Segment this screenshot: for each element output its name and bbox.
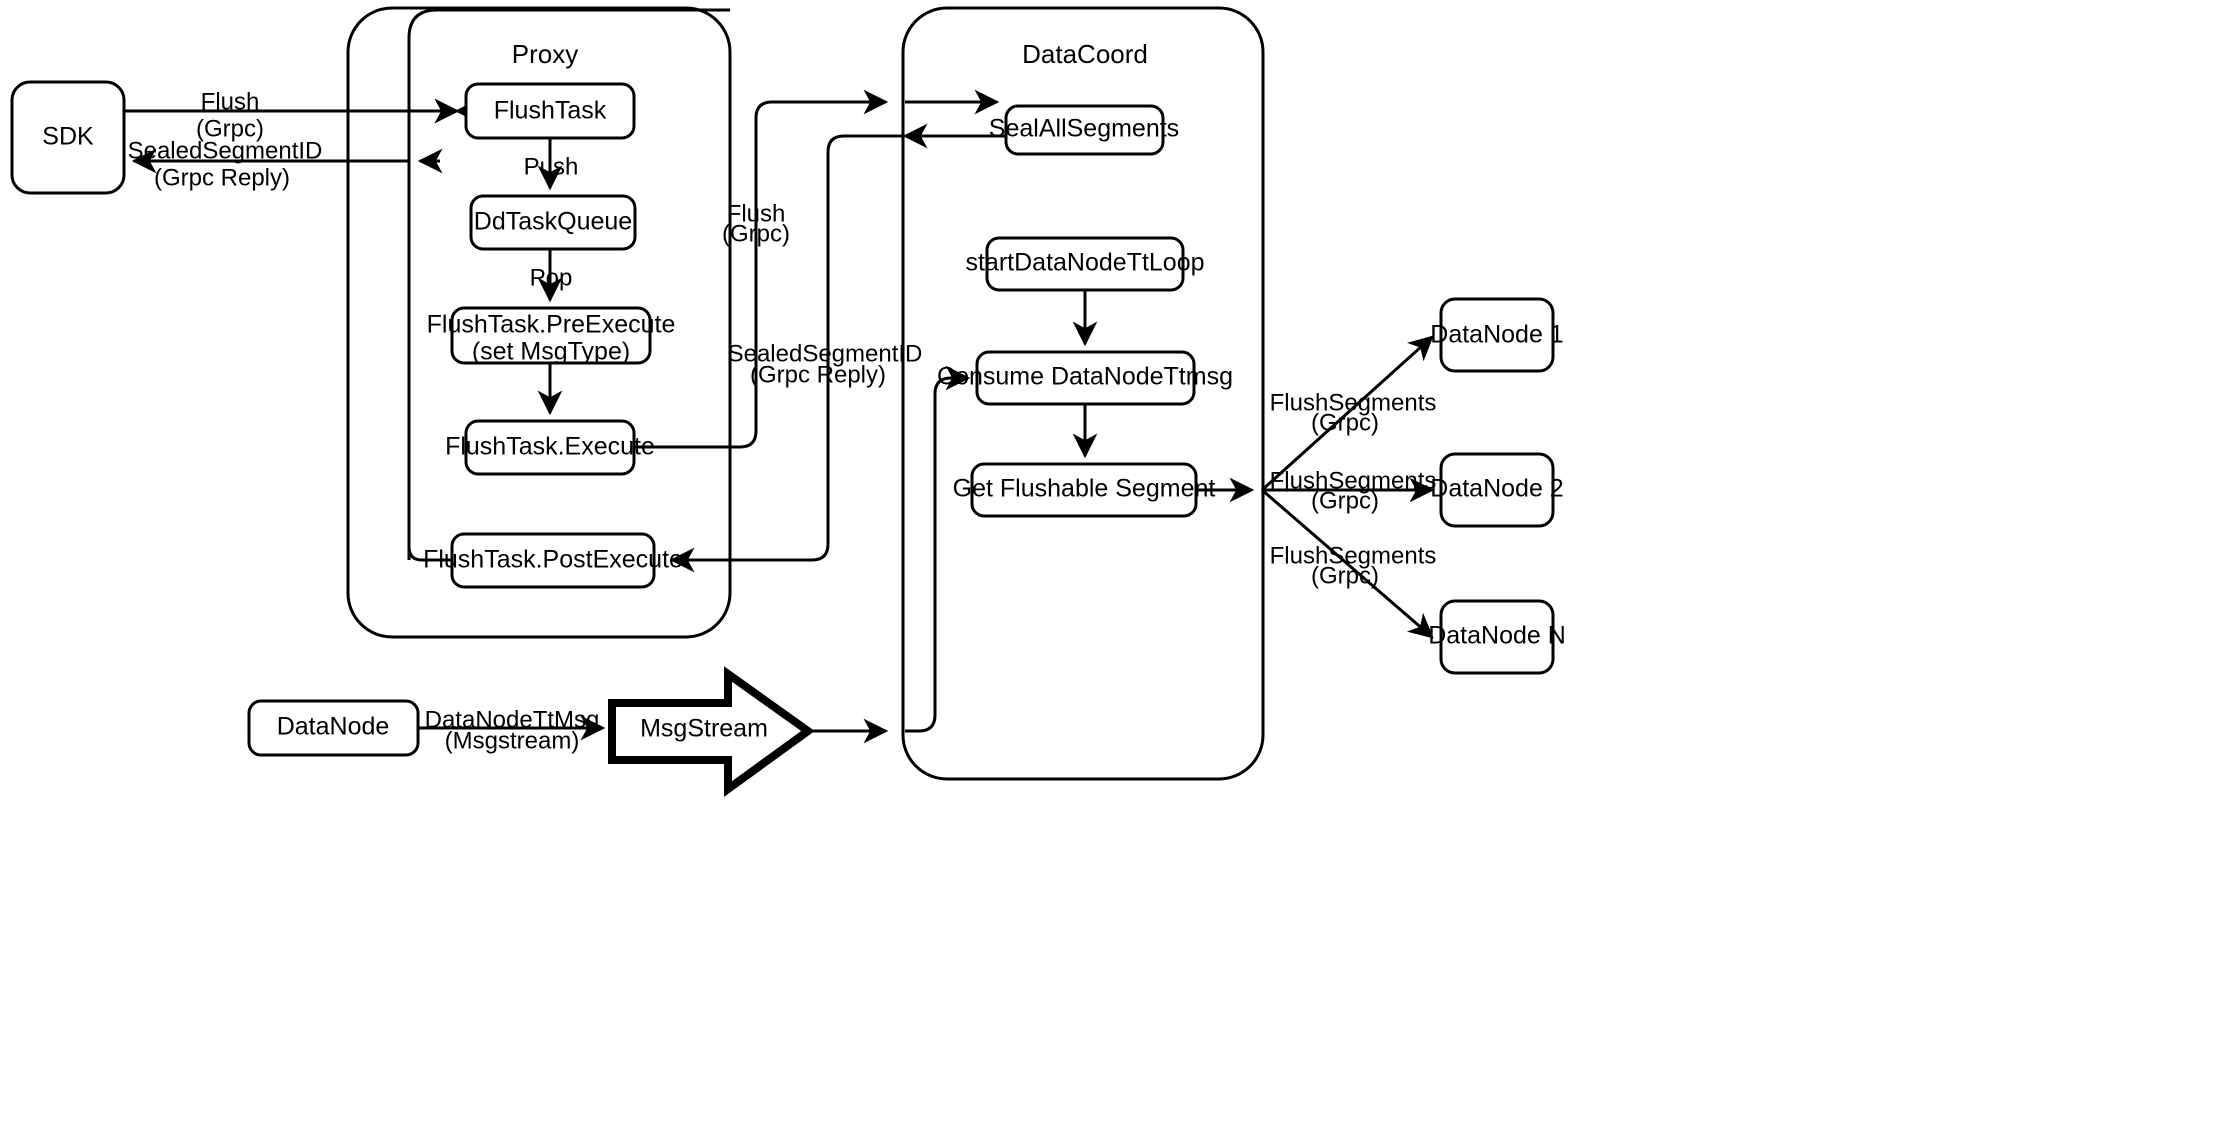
edge-label-flush-grpc: Flush (Grpc) [196,88,264,142]
container-datacoord: DataCoord [901,6,1265,781]
node-consume-datanode-ttmsg[interactable]: Consume DataNodeTtmsg [937,350,1233,406]
msgstream-arrow-shape[interactable] [608,666,815,797]
node-seal-all-segments[interactable]: SealAllSegments [989,104,1179,156]
node-sdk[interactable]: SDK [10,80,126,195]
edge-junction-to-datanode-n [1261,488,1434,639]
edge-datacoord-ttmsg-to-consume [905,365,971,733]
datanode-source-label: DataNode [277,713,390,741]
flush-task-postexecute-box[interactable] [450,532,656,589]
edge-label-flush-grpc-2-line1: Flush [727,200,786,227]
datanode-n-box[interactable] [1439,599,1555,675]
edge-label-flush-grpc-2: Flush (Grpc) [722,200,790,247]
edge-label-sealed-reply-2-line1: SealedSegmentID [728,340,923,367]
edge-label-sealed-reply-line1: SealedSegmentID [128,137,323,164]
container-proxy: Proxy [346,6,732,639]
flush-task-preexecute-sublabel: (set MsgType) [472,338,630,366]
edge-label-flush-grpc-line1: Flush [201,88,260,115]
consume-datanode-ttmsg-box[interactable] [975,350,1196,406]
edge-label-sealed-reply-line2: (Grpc Reply) [154,164,290,191]
sdk-box[interactable] [10,80,126,195]
edge-label-sealed-reply-2-line2: (Grpc Reply) [750,361,886,388]
node-start-datanode-tt-loop[interactable]: startDataNodeTtLoop [965,236,1205,292]
datacoord-container-label: DataCoord [1022,39,1148,69]
edge-junction-to-datanode-1 [1260,335,1434,492]
datanode-1-box[interactable] [1439,297,1555,373]
edge-label-flush-segments-n: FlushSegments (Grpc) [1270,542,1437,589]
datacoord-container-rect [901,6,1265,781]
node-flush-task-preexecute[interactable]: FlushTask.PreExecute (set MsgType) [427,306,676,366]
sdk-label: SDK [42,123,94,151]
edge-label-sealed-reply-2: SealedSegmentID (Grpc Reply) [728,340,923,388]
edge-label-pop-text: Pop [530,264,573,291]
node-flush-task[interactable]: FlushTask [464,82,636,140]
dd-task-queue-label: DdTaskQueue [474,208,632,236]
flush-task-postexecute-label: FlushTask.PostExecute [423,546,683,574]
edge-label-datanode-ttmsg-line1: DataNodeTtMsg [425,706,600,733]
get-flushable-segment-box[interactable] [970,462,1198,518]
edge-label-push: Push [524,153,579,180]
edge-label-sealed-reply: SealedSegmentID (Grpc Reply) [128,137,323,191]
proxy-container-label: Proxy [512,39,578,69]
proxy-container-rect [346,6,732,639]
datanode-2-label: DataNode 2 [1430,475,1563,503]
node-dd-task-queue[interactable]: DdTaskQueue [469,194,637,251]
node-datanode-1[interactable]: DataNode 1 [1430,297,1564,373]
datanode-n-label: DataNode N [1428,622,1566,650]
consume-datanode-ttmsg-label: Consume DataNodeTtmsg [937,363,1233,391]
node-datanode-source[interactable]: DataNode [247,699,420,757]
dd-task-queue-box[interactable] [469,194,637,251]
datanode-1-label: DataNode 1 [1430,321,1563,349]
datanode-2-box[interactable] [1439,452,1555,528]
seal-all-segments-label: SealAllSegments [989,115,1179,143]
start-datanode-tt-loop-box[interactable] [985,236,1185,292]
edge-label-flush-segments-n-line1: FlushSegments [1270,542,1437,569]
flush-task-box[interactable] [464,82,636,140]
node-get-flushable-segment[interactable]: Get Flushable Segment [953,462,1216,518]
node-flush-task-execute[interactable]: FlushTask.Execute [445,419,655,476]
edge-label-flush-grpc-2-line2: (Grpc) [722,220,790,247]
node-msgstream[interactable]: MsgStream [608,666,815,797]
get-flushable-segment-label: Get Flushable Segment [953,475,1216,503]
node-flush-task-postexecute[interactable]: FlushTask.PostExecute [423,532,683,589]
edge-execute-to-datacoord-flush [634,89,889,449]
edge-label-flush-segments-2-line1: FlushSegments [1270,467,1437,494]
edge-label-push-text: Push [524,153,579,180]
node-datanode-n[interactable]: DataNode N [1428,599,1566,675]
datanode-source-box[interactable] [247,699,420,757]
edge-datacoord-reply-to-postexecute [669,134,903,573]
flush-task-execute-label: FlushTask.Execute [445,433,655,461]
edge-label-flush-segments-2-line2: (Grpc) [1311,487,1379,514]
edge-label-flush-segments-1: FlushSegments (Grpc) [1270,389,1437,436]
edge-return-bus-top [407,8,730,39]
start-datanode-tt-loop-label: startDataNodeTtLoop [965,249,1204,277]
edge-label-flush-segments-2: FlushSegments (Grpc) [1270,467,1437,514]
edge-label-flush-segments-1-line1: FlushSegments [1270,389,1437,416]
edge-label-flush-grpc-line2: (Grpc) [196,115,264,142]
node-datanode-2[interactable]: DataNode 2 [1430,452,1564,528]
flush-task-preexecute-label: FlushTask.PreExecute [427,311,676,339]
edge-label-datanode-ttmsg-line2: (Msgstream) [445,727,580,754]
edge-label-datanode-ttmsg: DataNodeTtMsg (Msgstream) [425,706,600,754]
edge-label-flush-segments-n-line2: (Grpc) [1311,562,1379,589]
edge-label-pop: Pop [530,264,573,291]
flush-task-label: FlushTask [494,97,607,125]
flush-task-execute-box[interactable] [464,419,636,476]
flush-task-preexecute-box[interactable] [450,306,652,365]
msgstream-label: MsgStream [640,715,768,743]
edge-label-flush-segments-1-line2: (Grpc) [1311,409,1379,436]
seal-all-segments-box[interactable] [1004,104,1165,156]
edge-postexecute-to-bus [407,170,452,562]
